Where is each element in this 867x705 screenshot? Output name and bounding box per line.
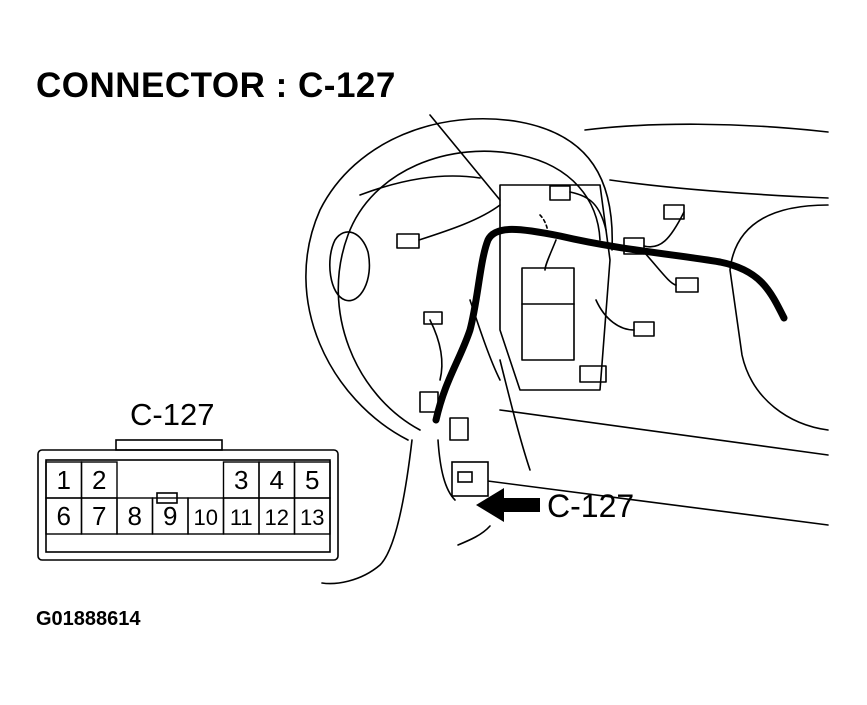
c127-connector-latch (457, 471, 473, 483)
wire (437, 439, 456, 501)
connector-housing (37, 449, 339, 561)
small-connector (579, 365, 607, 383)
wire (418, 204, 501, 241)
wire (595, 299, 635, 331)
pin-number: 4 (270, 465, 284, 495)
dashboard-edge (609, 179, 829, 199)
pin-number: 7 (92, 501, 106, 531)
dash-bottom-line (479, 479, 829, 526)
wire (429, 319, 443, 381)
pin-cell (293, 497, 331, 535)
wire (457, 525, 491, 546)
small-connector (549, 185, 571, 201)
steering-column (429, 114, 501, 201)
relay-block-base (521, 303, 575, 361)
pin-number: 1 (57, 465, 71, 495)
connector-key (115, 439, 223, 451)
vent-opening (329, 231, 371, 302)
relay-block (521, 267, 575, 305)
dashboard-top (584, 123, 829, 133)
wire (643, 251, 677, 286)
center-housing (499, 184, 611, 391)
wire (499, 359, 531, 471)
dash-lower-line (499, 409, 829, 456)
pin-number: 13 (300, 505, 324, 530)
diagram-title: CONNECTOR : C-127 (36, 66, 396, 105)
pin-number: 6 (57, 501, 71, 531)
column-side (359, 175, 481, 196)
pin-number: 2 (92, 465, 106, 495)
figure-id: G01888614 (36, 608, 141, 630)
wire (569, 191, 607, 231)
small-connector (633, 321, 655, 337)
glovebox-outline (729, 204, 829, 431)
wire (544, 239, 557, 271)
lower-panel-outline (321, 439, 413, 585)
callout-arrow (476, 488, 540, 522)
pin-number: 11 (230, 505, 253, 530)
small-connector (423, 311, 443, 325)
small-connector (396, 233, 420, 249)
main-harness (432, 225, 788, 424)
steering-wheel-inner (337, 150, 601, 431)
pin-number: 12 (265, 505, 289, 530)
pin-number: 9 (163, 501, 177, 531)
steering-wheel-outline (305, 118, 614, 441)
small-connector (449, 417, 469, 441)
small-connector (675, 277, 699, 293)
pin-number: 3 (234, 465, 248, 495)
pin-number: 8 (128, 501, 142, 531)
wire (643, 211, 685, 248)
connector-face-label: C-127 (130, 397, 214, 432)
pin-number: 10 (194, 505, 218, 530)
pin-number: 5 (305, 465, 319, 495)
callout-label: C-127 (547, 488, 634, 524)
